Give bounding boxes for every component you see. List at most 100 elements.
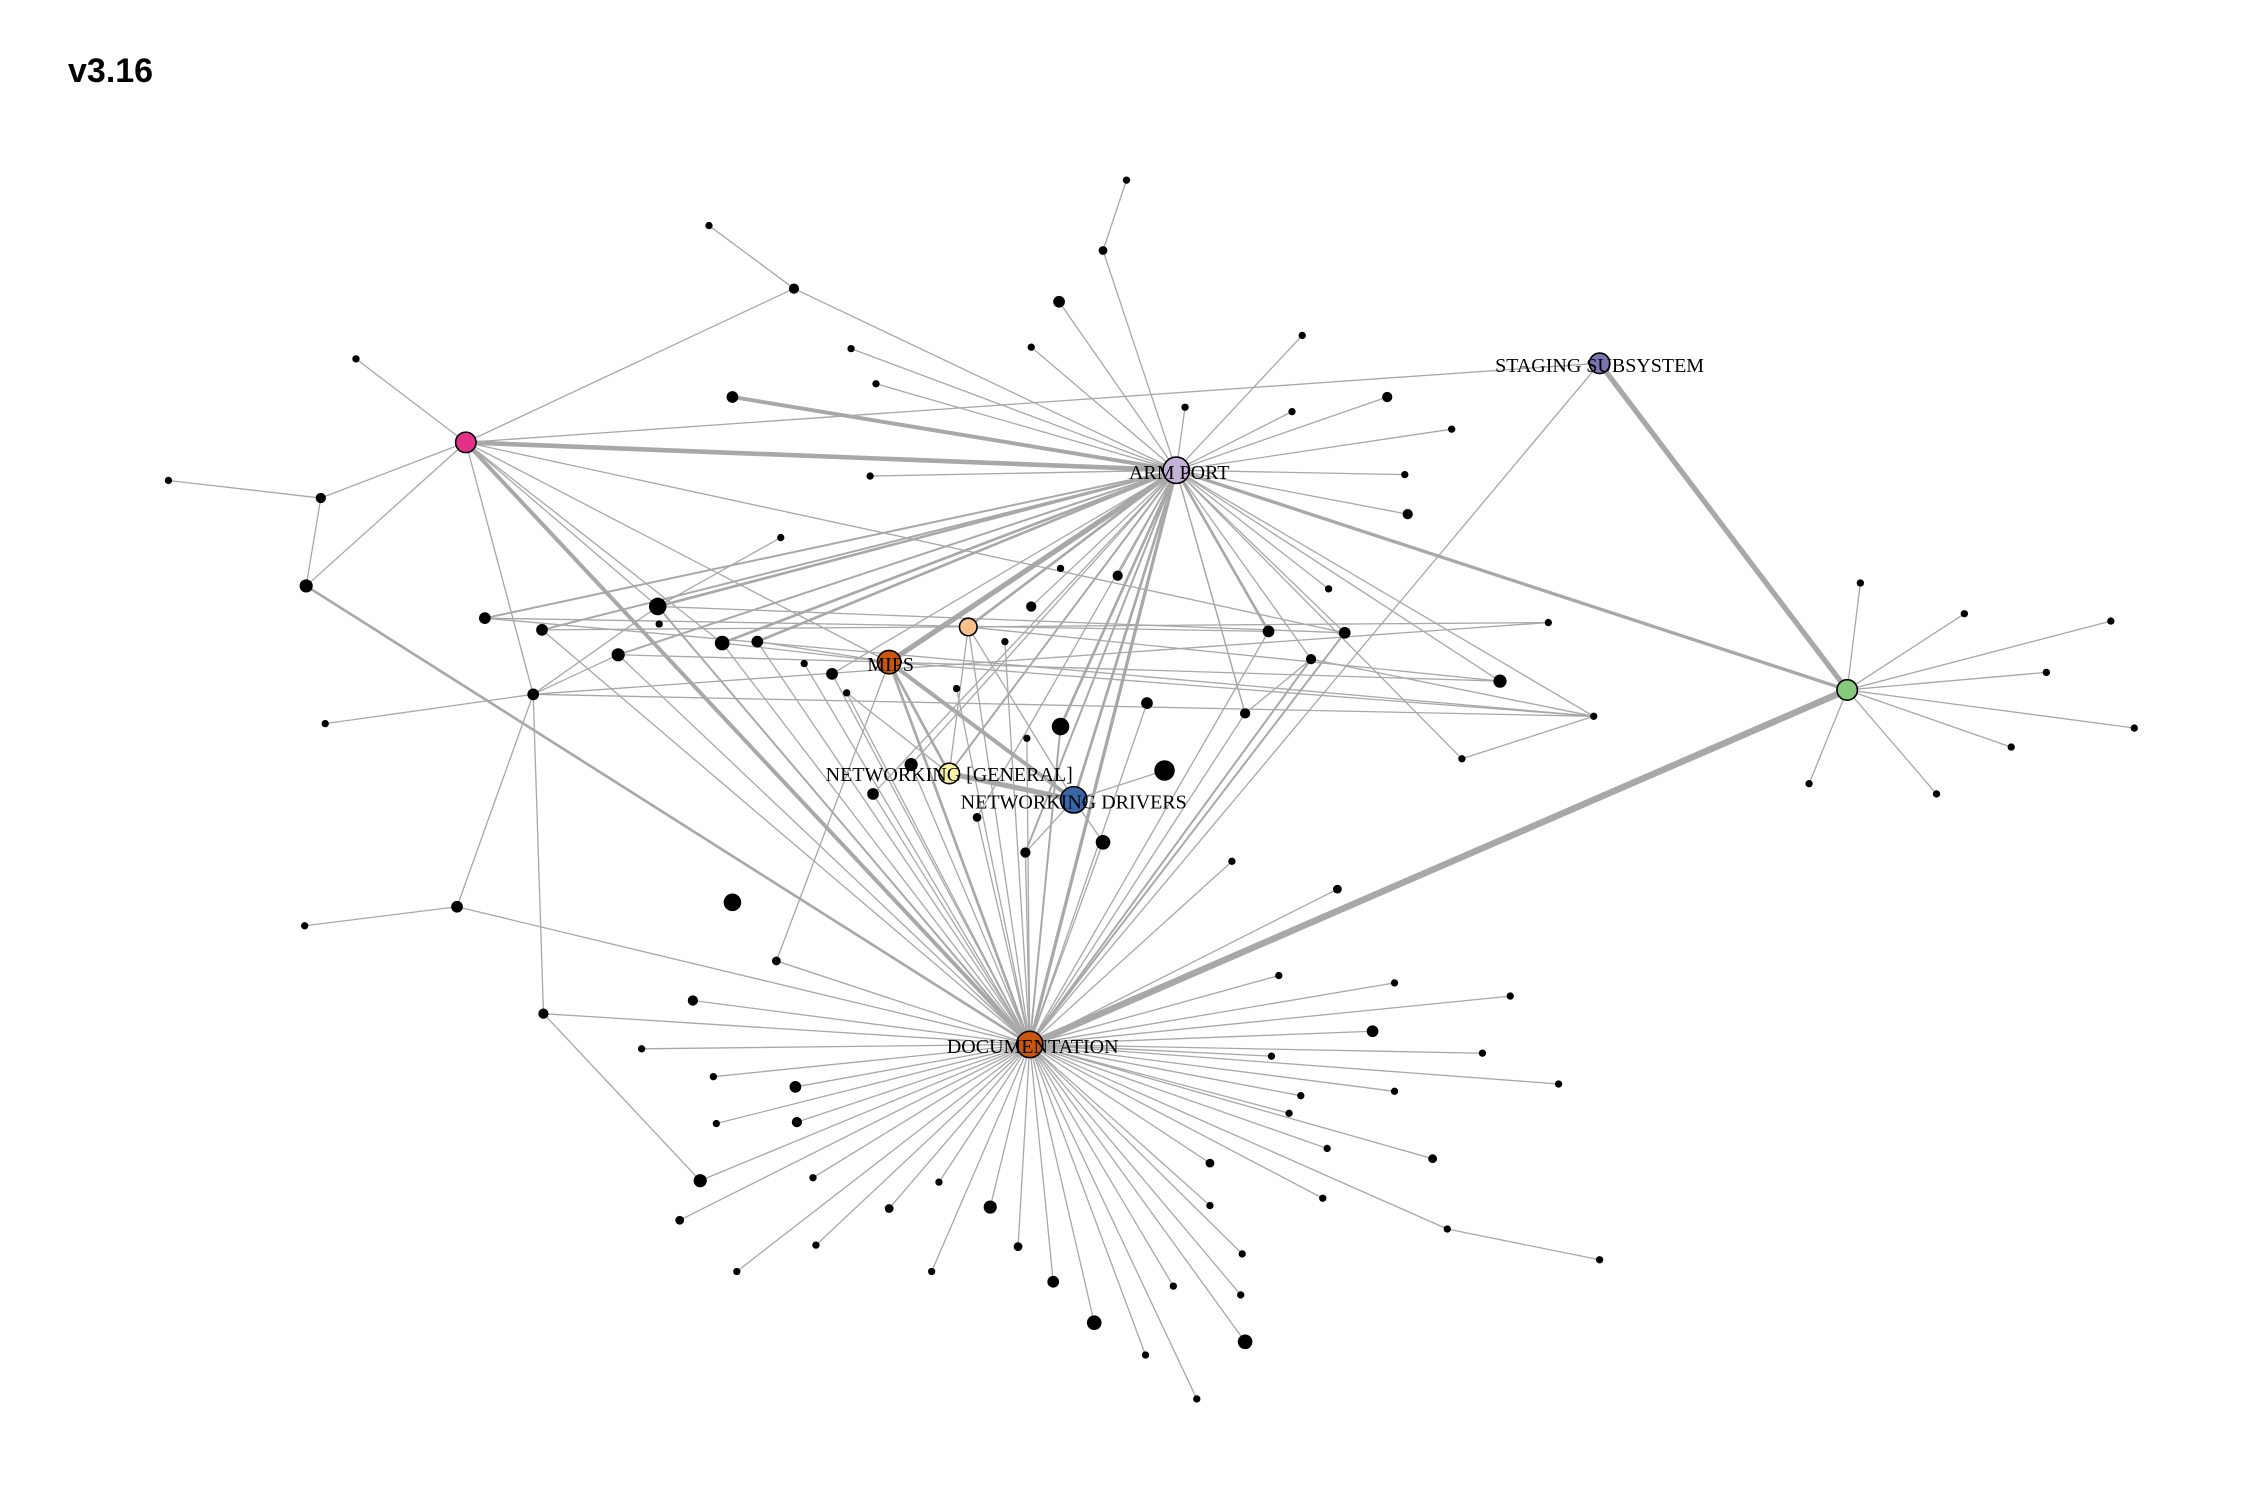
- minor-node: [2007, 743, 2015, 751]
- minor-node: [867, 788, 879, 800]
- edge: [1446, 1228, 1601, 1261]
- minor-node: [1478, 1049, 1487, 1057]
- minor-node: [1402, 509, 1413, 520]
- edge: [831, 673, 1031, 1046]
- edge: [305, 441, 467, 587]
- minor-node: [299, 579, 313, 593]
- minor-node: [1595, 1256, 1604, 1264]
- minor-node: [847, 344, 855, 353]
- edge: [887, 660, 951, 775]
- edge: [304, 584, 1032, 1046]
- hub-node-staging: [1588, 352, 1611, 375]
- edge: [456, 906, 1031, 1046]
- minor-node: [712, 1119, 720, 1128]
- edge: [617, 654, 1031, 1046]
- hub-label-doc: DOCUMENTATION: [947, 1036, 1119, 1058]
- minor-node: [687, 995, 698, 1006]
- edge: [1029, 1043, 1147, 1356]
- minor-node: [866, 472, 874, 480]
- edge: [1029, 1043, 1302, 1097]
- edge: [812, 1043, 1031, 1179]
- minor-node: [789, 1081, 802, 1093]
- minor-node: [527, 688, 540, 701]
- edge: [1102, 249, 1177, 471]
- edge: [1029, 1043, 1242, 1296]
- hub-node-green: [1836, 678, 1859, 701]
- edge: [465, 441, 659, 608]
- edge: [1029, 1043, 1246, 1343]
- edge: [967, 626, 1031, 1046]
- edge: [910, 763, 1031, 1046]
- minor-node: [935, 1178, 943, 1186]
- edge: [532, 693, 1595, 717]
- minor-node: [1193, 1395, 1201, 1403]
- minor-node: [1305, 654, 1317, 665]
- edge: [1024, 469, 1178, 854]
- minor-node: [1382, 391, 1393, 403]
- hub-label-mips: MIPS: [867, 654, 914, 676]
- edge: [657, 605, 1346, 634]
- minor-node: [1181, 403, 1189, 411]
- edge: [324, 693, 534, 725]
- diagram-title: v3.16: [68, 52, 154, 90]
- edge: [1029, 1043, 1174, 1287]
- edge: [955, 687, 1031, 1046]
- minor-node: [1086, 1315, 1102, 1331]
- edge: [708, 224, 795, 290]
- node-layer: [164, 176, 2138, 1403]
- minor-node: [1285, 1109, 1293, 1117]
- edge: [305, 497, 322, 587]
- edge: [1029, 1043, 1243, 1255]
- edge: [887, 660, 1032, 1046]
- edge: [304, 906, 458, 927]
- minor-node: [1001, 637, 1009, 646]
- minor-node: [315, 492, 326, 504]
- edge: [483, 469, 1178, 620]
- minor-node: [479, 612, 491, 625]
- edge: [1029, 1043, 1396, 1092]
- edge: [1026, 737, 1031, 1046]
- edge: [1596, 360, 1850, 693]
- edge: [1029, 1043, 1211, 1164]
- edge: [1310, 658, 1595, 717]
- edge: [456, 693, 534, 908]
- minor-node: [2130, 724, 2138, 732]
- minor-node: [726, 391, 739, 403]
- minor-node: [1206, 1201, 1214, 1210]
- edge: [167, 479, 322, 499]
- edge-layer: [167, 179, 2135, 1400]
- edge: [699, 1043, 1031, 1182]
- edge: [875, 383, 1177, 471]
- hub-node-pink: [454, 431, 477, 454]
- minor-node: [826, 667, 838, 680]
- edge: [1175, 410, 1293, 471]
- edge: [756, 640, 1031, 1046]
- edge: [938, 1043, 1031, 1183]
- minor-node: [1324, 585, 1333, 593]
- edge: [989, 1043, 1031, 1208]
- minor-node: [1856, 579, 1865, 587]
- edge: [1017, 1043, 1031, 1248]
- minor-node: [1027, 343, 1035, 351]
- minor-node: [1443, 1225, 1451, 1233]
- minor-node: [301, 922, 309, 930]
- edge: [793, 287, 1177, 471]
- edge: [1029, 1043, 1290, 1114]
- edge: [831, 469, 1177, 675]
- minor-node: [1390, 1087, 1399, 1095]
- edge: [679, 1043, 1031, 1221]
- edge: [1004, 640, 1031, 1046]
- edge: [1072, 468, 1178, 802]
- edge: [463, 440, 1179, 473]
- edge: [1029, 1043, 1273, 1057]
- edge: [541, 629, 1031, 1046]
- edge: [1029, 1043, 1434, 1160]
- minor-node: [164, 476, 173, 485]
- minor-node: [1390, 979, 1399, 987]
- minor-node: [655, 620, 663, 628]
- edge: [796, 1043, 1031, 1123]
- minor-node: [927, 1267, 936, 1276]
- edge: [756, 468, 1178, 643]
- edge: [869, 469, 1177, 477]
